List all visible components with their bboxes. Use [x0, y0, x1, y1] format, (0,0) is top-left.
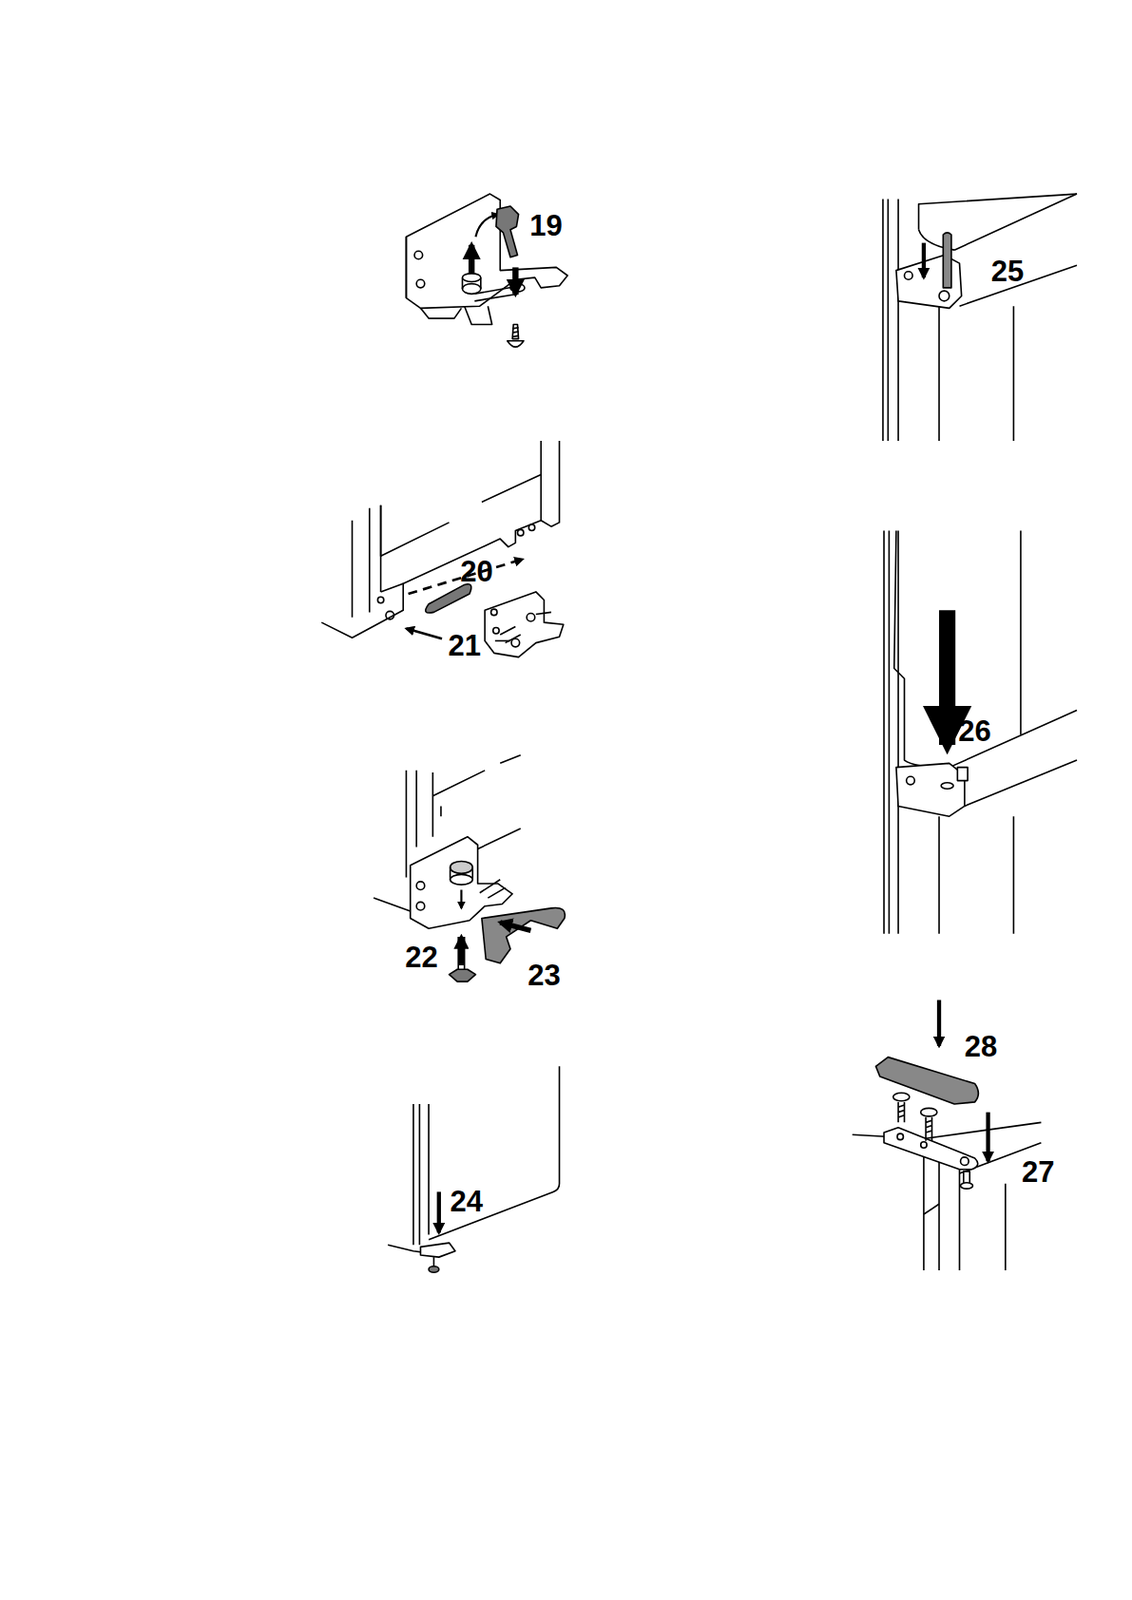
turn-arrow: [475, 214, 499, 238]
cabinet-top: [852, 1122, 1042, 1271]
down-arrow: [437, 1191, 442, 1233]
down-arrow: [985, 1112, 990, 1163]
fit-arrow: [405, 629, 442, 640]
hinge-bracket: [484, 592, 564, 658]
down-arrow: [460, 890, 462, 909]
callout-number: 24: [450, 1187, 483, 1217]
up-arrow: [468, 245, 475, 274]
callout-number: 21: [447, 630, 480, 660]
hinge-pin: [496, 206, 519, 258]
screw: [507, 325, 524, 348]
hole-plug: [425, 584, 472, 614]
down-arrow: [512, 267, 519, 294]
callout-number: 28: [964, 1031, 998, 1061]
down-arrow: [937, 999, 941, 1046]
hinge-bracket: [405, 193, 568, 325]
callout-number: 19: [529, 211, 562, 241]
cabinet-side: [882, 193, 1077, 442]
hinge-pin: [960, 1171, 974, 1190]
down-arrow: [939, 610, 956, 746]
callout-number: 26: [958, 715, 991, 746]
callout-number: 25: [991, 255, 1024, 286]
hinge-cover: [875, 1057, 979, 1105]
callout-number: 23: [527, 959, 560, 990]
down-arrow: [921, 243, 926, 279]
hinge-bracket: [410, 837, 513, 930]
callout-number: 27: [1021, 1156, 1055, 1187]
adjustable-foot: [449, 861, 477, 982]
callout-number: 22: [404, 942, 438, 973]
door-bottom: [387, 1066, 559, 1273]
door-and-cabinet: [883, 530, 1077, 934]
callout-number: 20: [460, 556, 493, 587]
hinge-cover: [481, 908, 565, 964]
hinge-plate: [883, 1128, 979, 1171]
hinge-plate: [896, 763, 968, 817]
hinge-pin: [942, 232, 952, 288]
screw: [893, 1093, 938, 1141]
fit-arrow: [499, 922, 531, 932]
up-arrow: [459, 937, 464, 966]
